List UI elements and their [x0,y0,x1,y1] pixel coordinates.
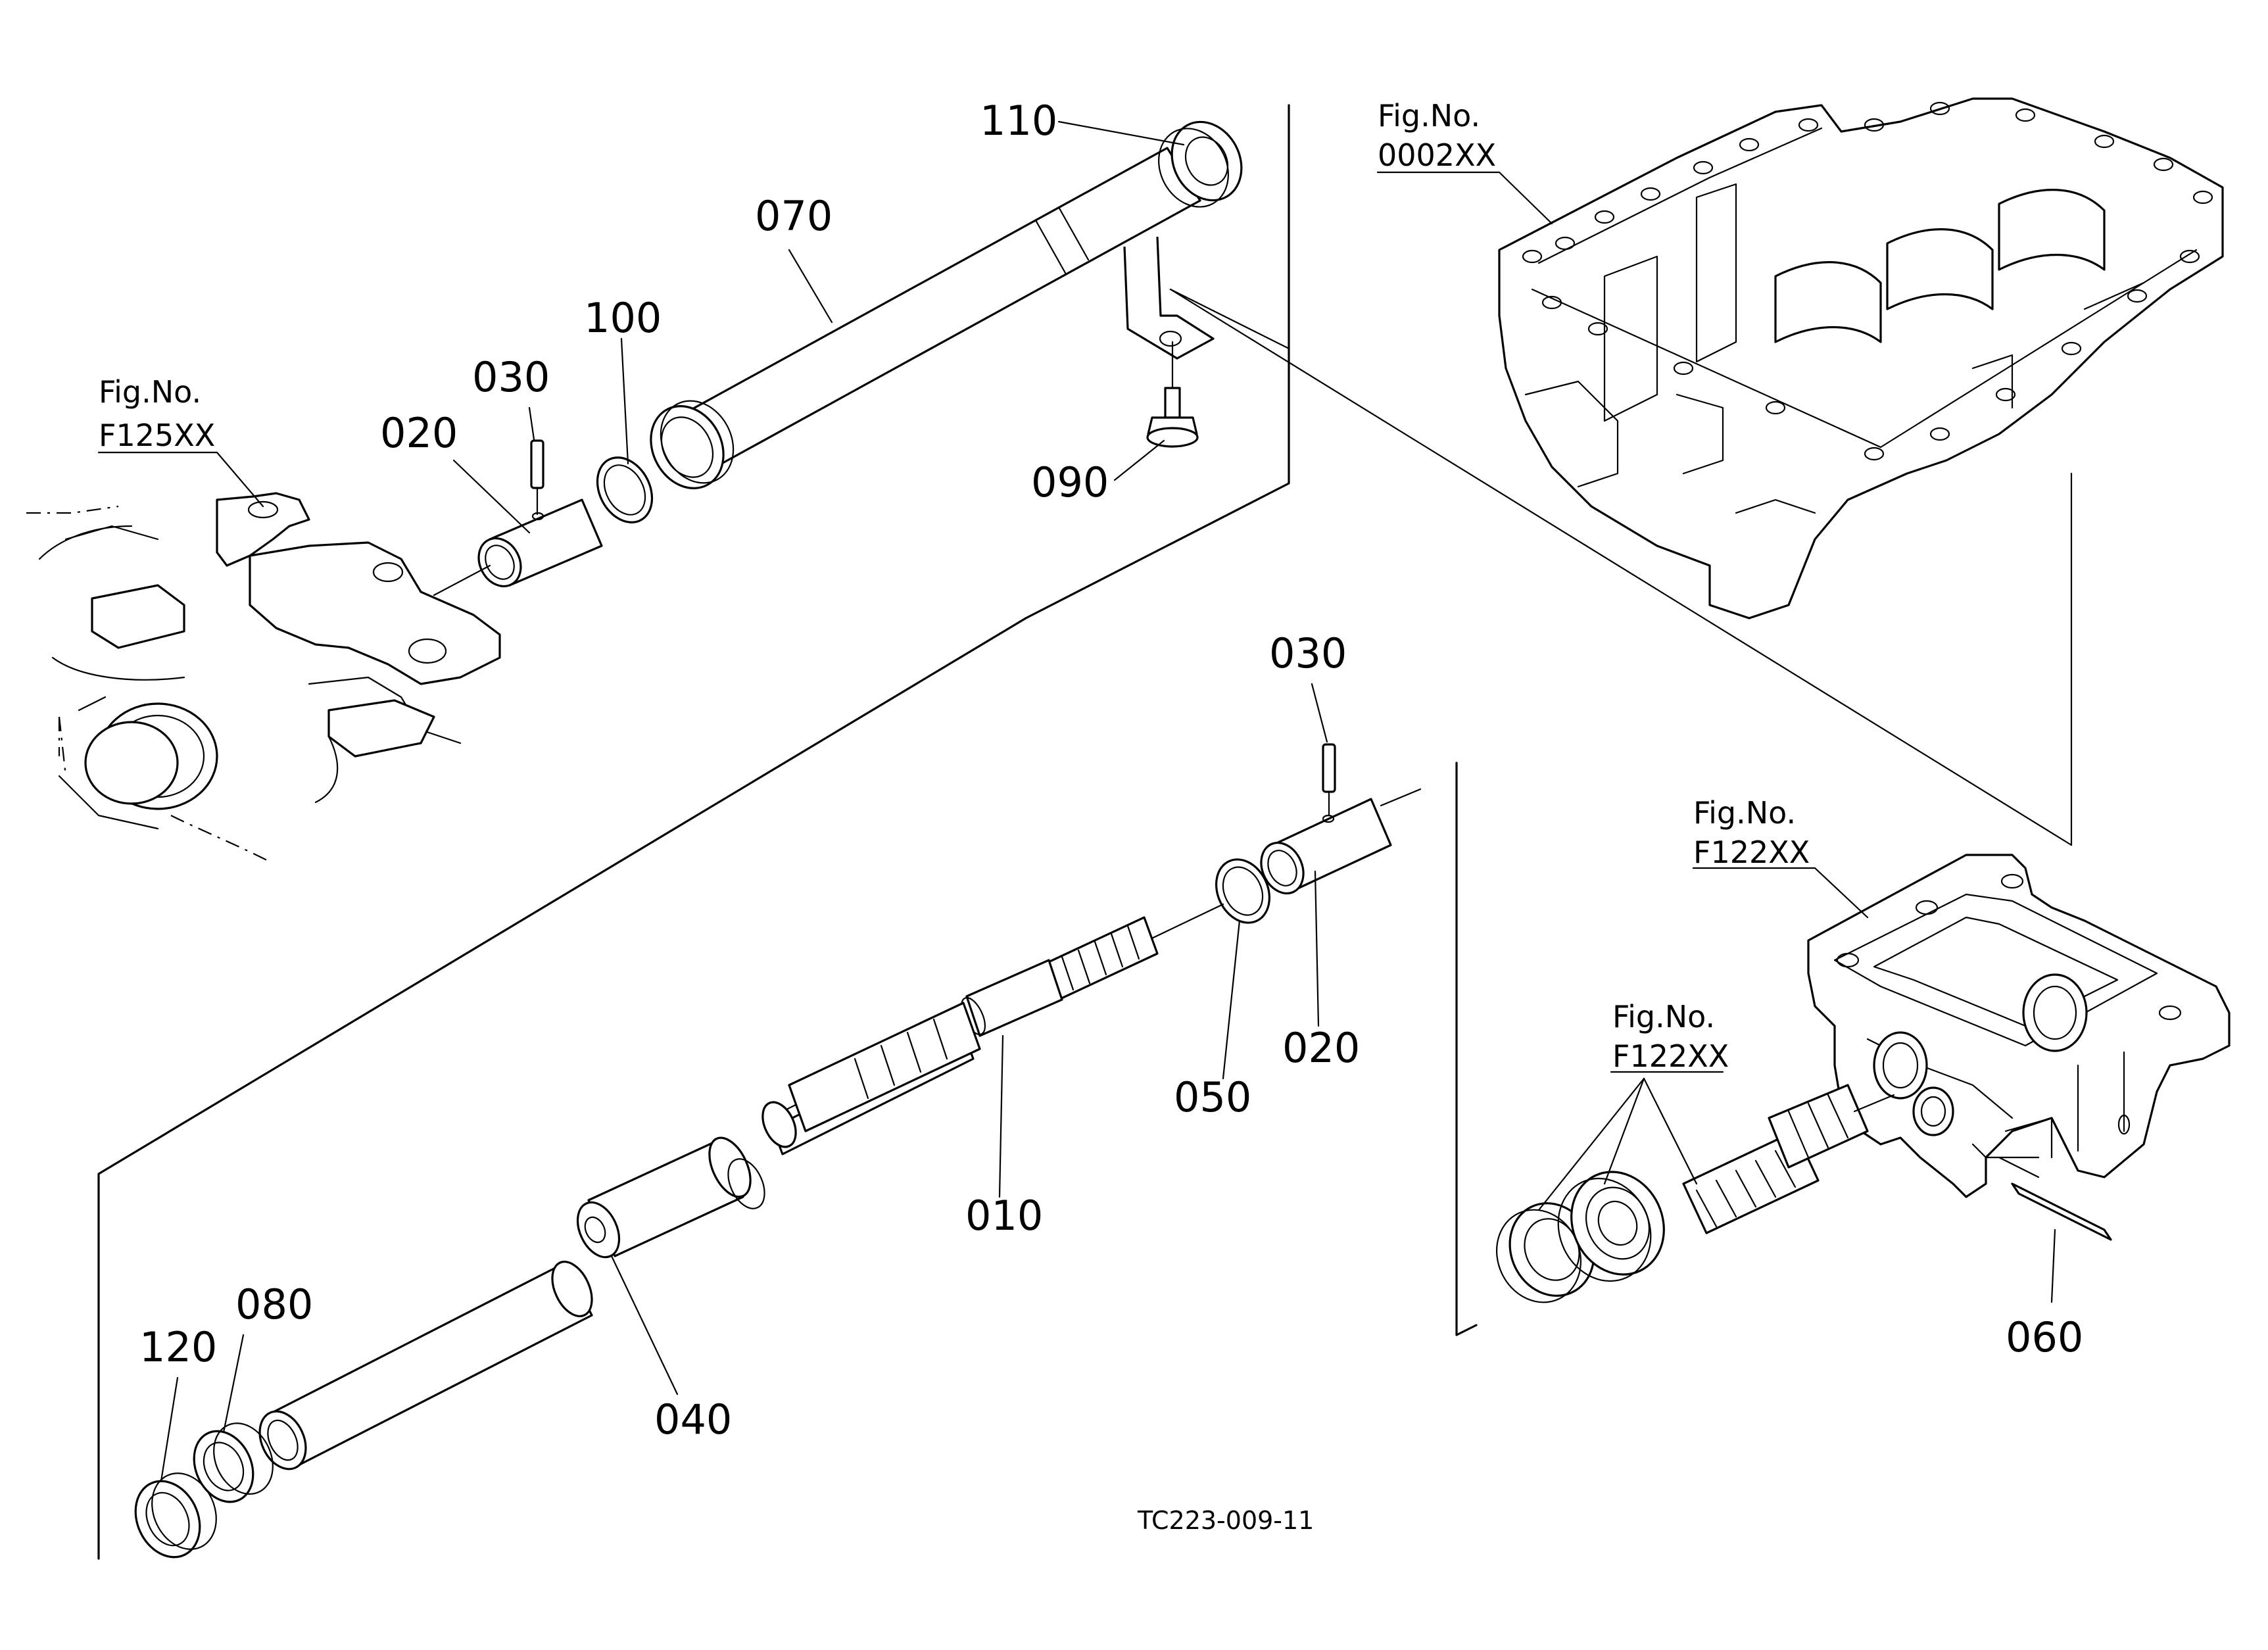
drawing-code: TC223-009-11 [1137,1506,1314,1535]
figref-0002-line1: Fig.No. [1378,98,1480,133]
housing-f125 [26,492,501,862]
callout-030-upper: 030 [472,353,550,401]
axis-line-upper [433,564,491,596]
pin-030-lower [1322,743,1336,817]
housing-bolt-holes [1522,101,2213,461]
callout-060: 060 [2006,1313,2083,1361]
figref-f122b-line2: F122XX [1612,1038,1729,1074]
pin-060 [1998,1156,2112,1241]
leader-lines [97,120,2056,1482]
axis-line-lower [1146,903,1224,942]
lower-frame-lines [1169,288,2073,1336]
callouts: 110 070 100 030 020 090 030 050 020 010 … [139,97,2083,1444]
housing-0002 [1498,97,2224,619]
bushing-020-lower [1260,788,1422,895]
figref-f122a-line1: Fig.No. [1693,795,1796,831]
callout-110: 110 [980,97,1057,145]
bushing-020-upper [477,498,603,587]
callout-010: 010 [965,1192,1043,1240]
callout-030-lower: 030 [1269,629,1347,677]
callout-070: 070 [755,192,832,240]
callout-050: 050 [1174,1073,1251,1121]
figure-refs: Fig.No. F125XX Fig.No. 0002XX Fig.No. F1… [99,98,1810,1074]
figref-0002-line2: 0002XX [1378,137,1496,173]
bearing-f122 [1495,1171,1665,1303]
figref-f122a-line2: F122XX [1693,835,1810,870]
seal-110 [1158,120,1243,208]
housing-f122 [1807,854,2231,1198]
pin-030-upper [530,439,544,516]
seal-080 [193,1422,274,1503]
callout-020-upper: 020 [380,409,458,457]
callout-020-lower: 020 [1282,1024,1360,1072]
bolt-090 [1146,341,1199,448]
sleeve-040 [576,1136,765,1259]
figref-f122b-line1: Fig.No. [1612,999,1715,1034]
figref-f125-line2: F125XX [99,418,215,453]
shaft-f122 [1682,1084,1895,1234]
seal-120 [134,1472,217,1559]
oring-050 [1215,858,1271,924]
shaft-010 [761,916,1159,1155]
callout-090: 090 [1031,458,1109,506]
oring-100 [596,456,654,523]
callout-080: 080 [235,1280,313,1328]
callout-100: 100 [584,294,662,342]
tube-070 [650,147,1215,489]
figref-f125-line1: Fig.No. [99,374,201,410]
upper-frame-lines [97,104,1290,1560]
callout-040: 040 [654,1395,732,1444]
callout-120: 120 [139,1323,217,1371]
